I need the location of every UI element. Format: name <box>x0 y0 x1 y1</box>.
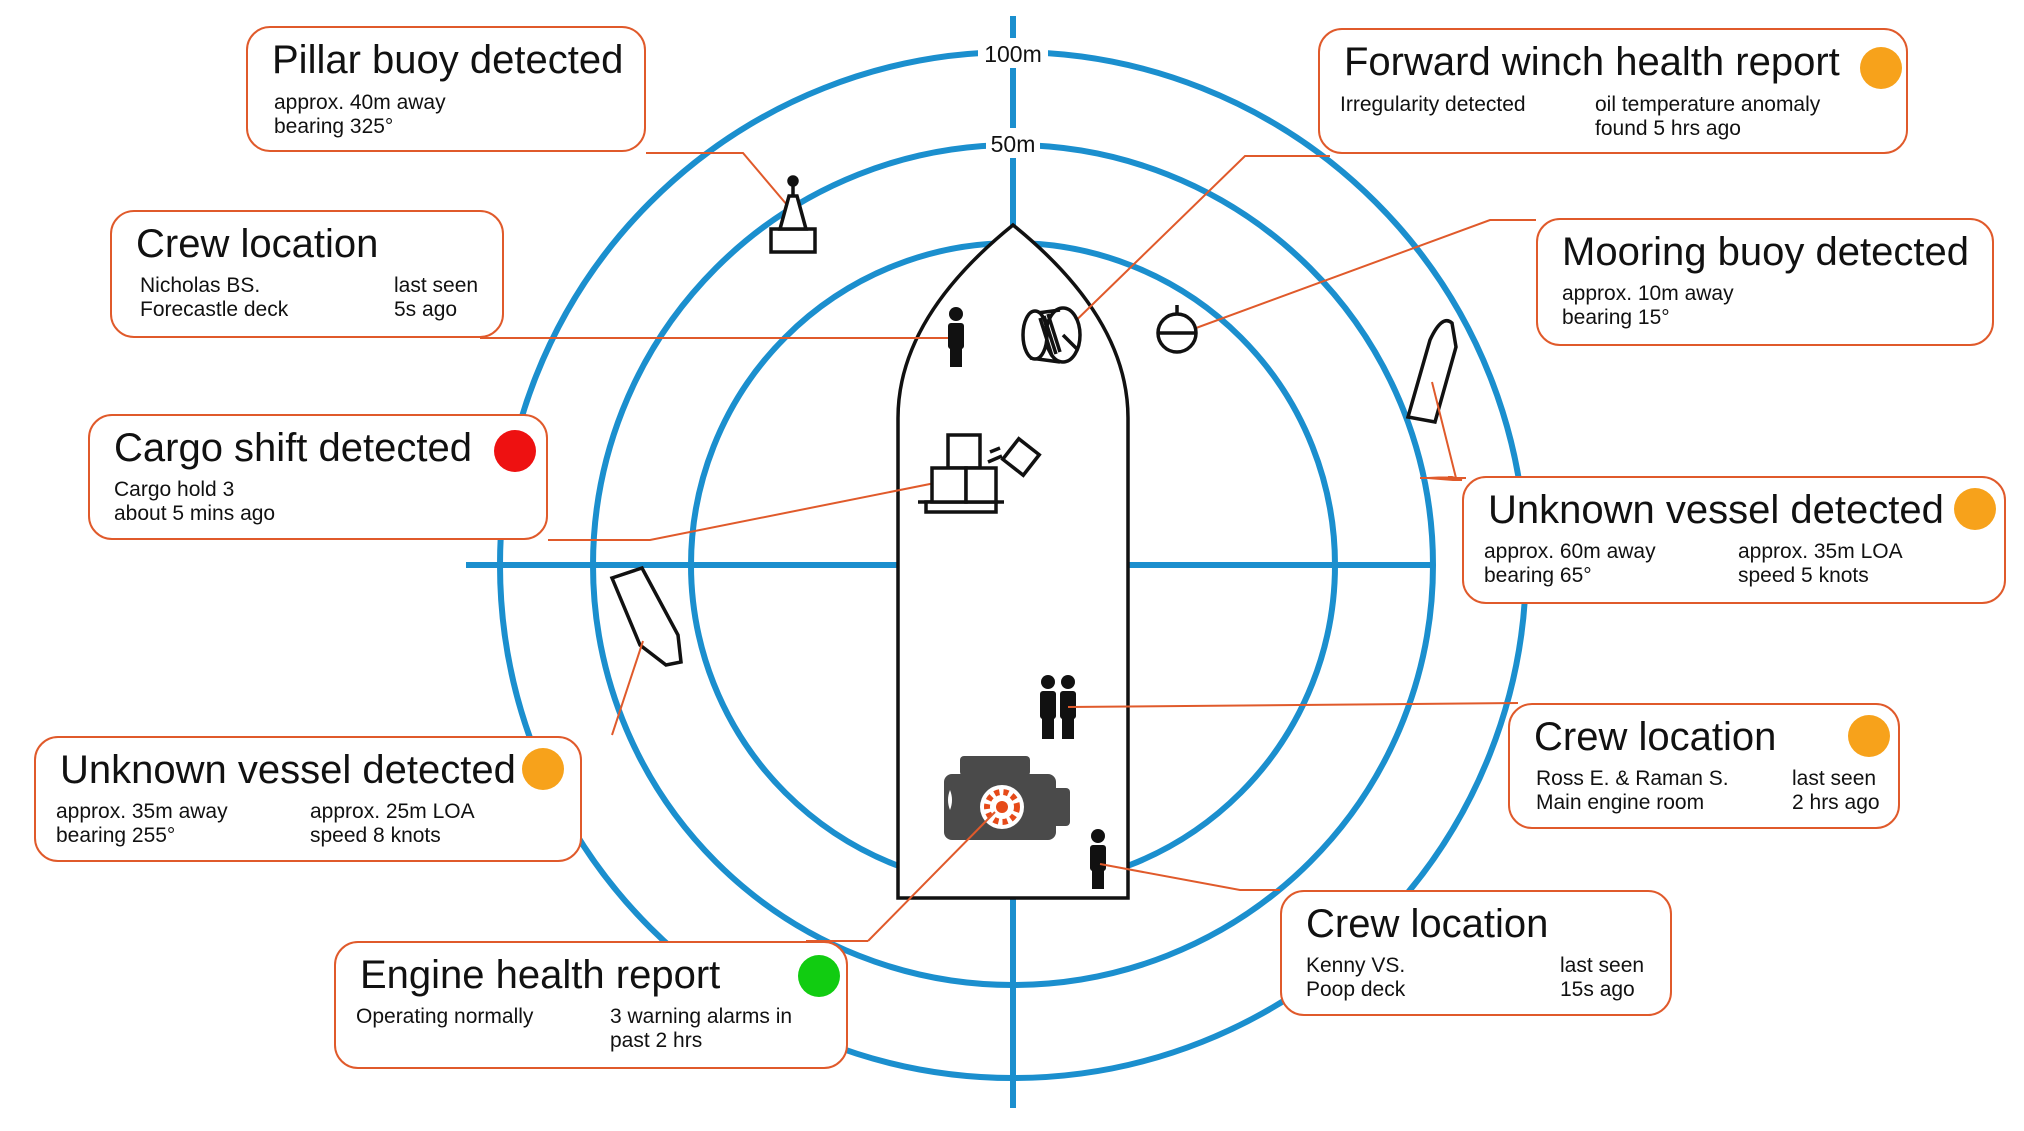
alert-card-vessel-west[interactable]: Unknown vessel detected approx. 35m away… <box>34 736 582 862</box>
cargo-crates-icon <box>918 433 1042 514</box>
alert-card-mooring-buoy[interactable]: Mooring buoy detected approx. 10m away b… <box>1536 218 1994 346</box>
engine-gear-icon <box>944 756 1070 840</box>
alert-distance: approx. 60m away <box>1484 540 1656 563</box>
alert-title: Crew location <box>1534 715 1777 759</box>
alert-card-engine-health[interactable]: Engine health report Operating normally … <box>334 941 848 1069</box>
last-seen-label: last seen <box>1560 954 1645 977</box>
alert-title: Pillar buoy detected <box>272 38 624 82</box>
alert-bearing: bearing 65° <box>1484 564 1592 587</box>
status-dot-orange <box>1860 47 1902 89</box>
leader-lines <box>480 152 1536 541</box>
vessel-speed: speed 5 knots <box>1738 564 1869 587</box>
last-seen-label: last seen <box>1792 767 1877 790</box>
alert-details-right: 3 warning alarms in past 2 hrs <box>610 1005 792 1053</box>
alert-title: Crew location <box>136 222 379 266</box>
leader-vessel-east-2 <box>1431 381 1462 479</box>
alert-details-right: approx. 25m LOA speed 8 knots <box>310 800 475 848</box>
engine-alarms: 3 warning alarms in <box>610 1005 793 1028</box>
crew-name: Nicholas BS. <box>140 274 261 297</box>
last-seen-label: last seen <box>394 274 479 297</box>
alert-title: Mooring buoy detected <box>1562 230 1969 274</box>
last-seen-value: 5s ago <box>394 298 458 321</box>
vessel-length: approx. 35m LOA <box>1738 540 1903 563</box>
last-seen-value: 2 hrs ago <box>1792 791 1880 814</box>
crew-name: Ross E. & Raman S. <box>1536 767 1729 790</box>
status-dot-orange <box>522 748 564 790</box>
engine-status: Operating normally <box>356 1005 534 1028</box>
leader-engine-health <box>867 811 996 942</box>
alert-distance: approx. 35m away <box>56 800 228 823</box>
boat-outline-icon <box>609 565 683 667</box>
alert-card-crew-poop-deck[interactable]: Crew location Kenny VS. Poop deck last s… <box>1280 890 1672 1016</box>
crew-location: Forecastle deck <box>140 298 289 321</box>
alert-details-right: approx. 35m LOA speed 5 knots <box>1738 540 1903 588</box>
alert-card-vessel-east[interactable]: Unknown vessel detected approx. 60m away… <box>1462 476 2006 604</box>
mooring-buoy-icon <box>1156 305 1198 354</box>
person-icon <box>1040 675 1076 739</box>
alert-card-cargo-shift[interactable]: Cargo shift detected Cargo hold 3 about … <box>88 414 548 540</box>
status-dot-green <box>798 955 840 997</box>
alert-details-left: approx. 35m away bearing 255° <box>56 800 228 848</box>
leader-pillar-buoy <box>646 152 794 213</box>
alert-details-right: last seen 2 hrs ago <box>1792 767 1880 815</box>
leader-cargo-shift <box>548 475 971 541</box>
alert-title: Engine health report <box>360 953 721 997</box>
alert-card-crew-forecastle[interactable]: Crew location Nicholas BS. Forecastle de… <box>110 210 504 338</box>
person-icon <box>948 307 964 367</box>
alert-details: approx. 40m away bearing 325° <box>274 91 446 139</box>
alert-title: Unknown vessel detected <box>60 748 516 792</box>
alert-bearing: bearing 255° <box>56 824 176 847</box>
alert-details: approx. 10m away bearing 15° <box>1562 282 1734 330</box>
status-dot-red <box>494 430 536 472</box>
alert-card-pillar-buoy[interactable]: Pillar buoy detected approx. 40m away be… <box>246 26 646 152</box>
cargo-time: about 5 mins ago <box>114 502 276 525</box>
alert-details: Cargo hold 3 about 5 mins ago <box>114 478 275 526</box>
leader-crew-poop-deck <box>1099 863 1280 891</box>
status-dot-orange <box>1954 488 1996 530</box>
ring-label-50m: 50m <box>991 131 1036 157</box>
alert-distance: approx. 10m away <box>1562 282 1734 305</box>
alert-card-crew-engine-room[interactable]: Crew location Ross E. & Raman S. Main en… <box>1508 703 1900 829</box>
alert-title: Crew location <box>1306 902 1549 946</box>
alert-details-right: oil temperature anomaly found 5 hrs ago <box>1595 93 1820 141</box>
crew-name: Kenny VS. <box>1306 954 1406 977</box>
status-dot-orange <box>1848 715 1890 757</box>
winch-icon <box>1021 306 1082 364</box>
alert-details-left: Kenny VS. Poop deck <box>1306 954 1405 1002</box>
pillar-buoy-icon <box>769 175 817 254</box>
engine-alarms-window: past 2 hrs <box>610 1029 703 1052</box>
leader-crew-engine-room <box>1067 702 1519 708</box>
alert-bearing: bearing 325° <box>274 115 394 138</box>
crew-location: Main engine room <box>1536 791 1705 814</box>
alert-details-left: Ross E. & Raman S. Main engine room <box>1536 767 1729 815</box>
alert-detail: found 5 hrs ago <box>1595 117 1741 140</box>
alert-detail: oil temperature anomaly <box>1595 93 1821 116</box>
alert-details-left: approx. 60m away bearing 65° <box>1484 540 1656 588</box>
alert-title: Unknown vessel detected <box>1488 488 1944 532</box>
alert-details-left: Nicholas BS. Forecastle deck <box>140 274 288 322</box>
leader-mooring-buoy <box>1176 219 1536 336</box>
last-seen-value: 15s ago <box>1560 978 1635 1001</box>
leader-vessel-west <box>611 640 644 736</box>
alert-title: Forward winch health report <box>1344 40 1840 84</box>
leader-forward-winch <box>1057 155 1330 339</box>
alert-details-left: Operating normally <box>356 1005 533 1029</box>
boat-outline-icon <box>1405 318 1458 425</box>
crew-location: Poop deck <box>1306 978 1406 1001</box>
cargo-location: Cargo hold 3 <box>114 478 235 501</box>
alert-details-left: Irregularity detected <box>1340 93 1526 117</box>
alert-distance: approx. 40m away <box>274 91 446 114</box>
alert-details-right: last seen 5s ago <box>394 274 478 322</box>
alert-card-forward-winch[interactable]: Forward winch health report Irregularity… <box>1318 28 1908 154</box>
person-icon <box>1090 829 1106 889</box>
alert-bearing: bearing 15° <box>1562 306 1670 329</box>
vessel-speed: speed 8 knots <box>310 824 441 847</box>
alert-details-right: last seen 15s ago <box>1560 954 1644 1002</box>
ring-label-100m: 100m <box>984 41 1042 67</box>
vessel-length: approx. 25m LOA <box>310 800 475 823</box>
alert-detail: Irregularity detected <box>1340 93 1526 116</box>
alert-title: Cargo shift detected <box>114 426 472 470</box>
